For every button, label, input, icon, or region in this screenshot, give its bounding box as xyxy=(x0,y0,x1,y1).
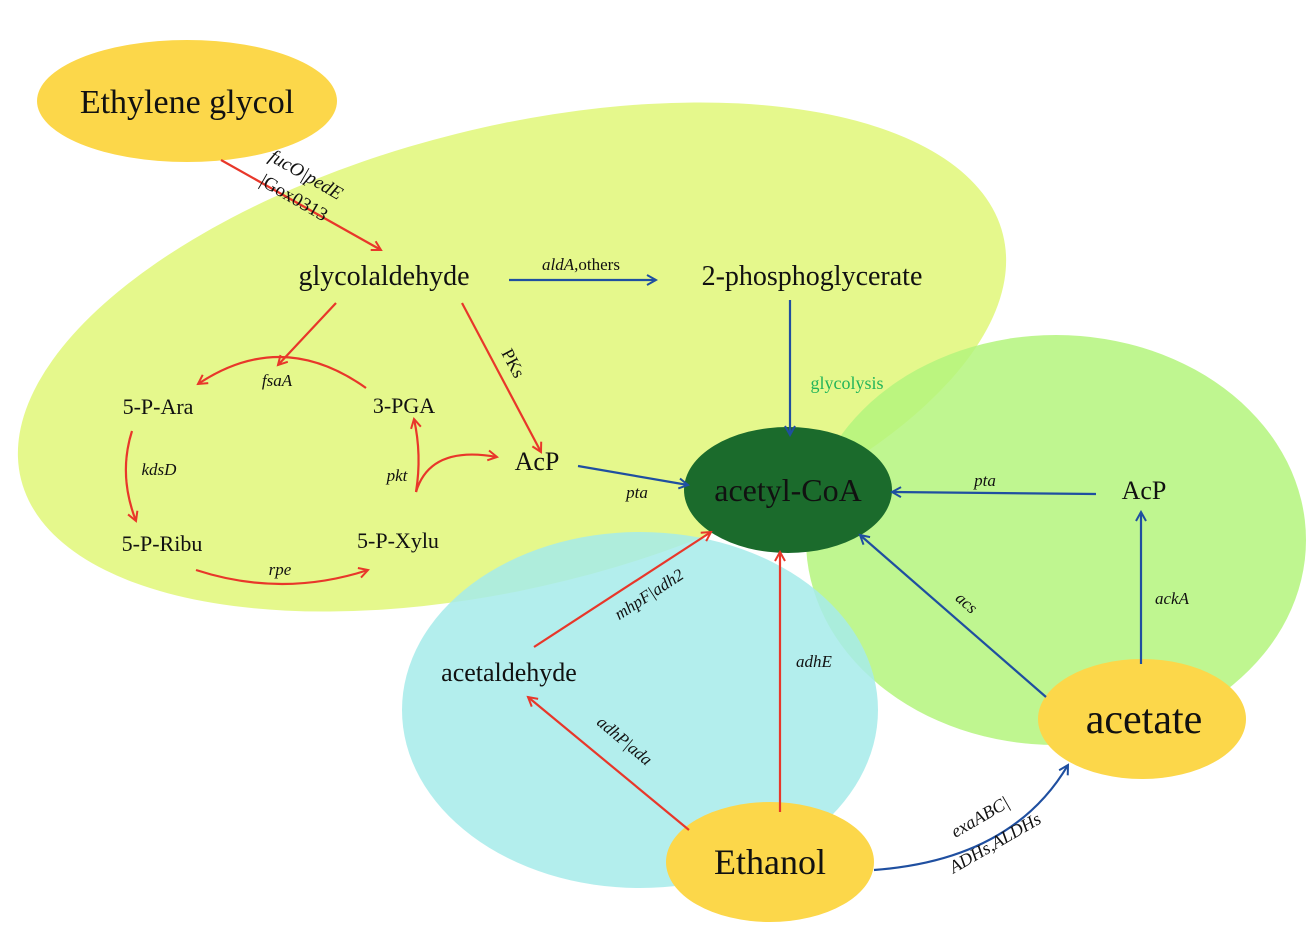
arrow-pga-to-ara xyxy=(198,355,367,389)
rpe-label: rpe xyxy=(269,560,292,579)
acetyl-coa-node xyxy=(684,427,892,553)
kdsd-label: kdsD xyxy=(142,460,178,479)
ethanol-node xyxy=(666,802,874,922)
arrow-glycolaldehyde-to-acp xyxy=(461,302,541,452)
arrow-acetaldehyde-to-acetylcoa xyxy=(533,532,711,648)
arrow-ethanol-to-acetate xyxy=(873,765,1068,872)
adhe-label: adhE xyxy=(796,652,833,671)
arrow-ara-to-ribu xyxy=(124,430,136,521)
alda-gene: aldA xyxy=(542,255,575,274)
glycolysis-label: glycolysis xyxy=(810,373,883,393)
acetaldehyde-label: acetaldehyde xyxy=(441,658,577,687)
region-green xyxy=(806,335,1306,745)
arrow-glycolaldehyde-to-fsaa xyxy=(278,302,337,365)
arrow-acp-to-acetylcoa xyxy=(577,464,688,485)
pta-left-label: pta xyxy=(625,483,648,502)
alda-label: aldA,others xyxy=(542,255,620,274)
fsaa-label: fsaA xyxy=(262,371,293,390)
pga-label: 3-PGA xyxy=(373,393,435,418)
ethylene-glycol-node xyxy=(37,40,337,162)
arrow-acetate-to-acetylcoa xyxy=(860,535,1047,698)
arrow-xylu-to-pga xyxy=(414,419,419,493)
pkt-label: pkt xyxy=(386,466,409,485)
acka-label: ackA xyxy=(1155,589,1190,608)
phosphoglycerate-label: 2-phosphoglycerate xyxy=(702,261,923,292)
xylu-label: 5-P-Xylu xyxy=(357,528,439,553)
arrow-ethanol-to-acetaldehyde xyxy=(528,697,690,831)
ethanol-label: Ethanol xyxy=(714,842,826,882)
ara-label: 5-P-Ara xyxy=(123,394,194,419)
arrow-xylu-to-acp xyxy=(414,455,497,493)
acetate-node xyxy=(1038,659,1246,779)
ribu-label: 5-P-Ribu xyxy=(122,531,203,556)
arrow-acpright-to-acetylcoa xyxy=(892,492,1097,494)
acp-left-label: AcP xyxy=(515,447,560,476)
alda-rest: ,others xyxy=(574,255,620,274)
glycolaldehyde-label: glycolaldehyde xyxy=(298,261,469,292)
ethylene-glycol-label: Ethylene glycol xyxy=(80,84,294,121)
acetate-label: acetate xyxy=(1086,697,1203,743)
arrow-eg-to-glycolaldehyde xyxy=(220,159,381,250)
acetyl-coa-label: acetyl-CoA xyxy=(714,472,862,508)
acp-right-label: AcP xyxy=(1122,476,1167,505)
pta-right-label: pta xyxy=(973,471,996,490)
region-cyan xyxy=(402,532,878,888)
arrow-ribu-to-xylu xyxy=(195,570,368,586)
